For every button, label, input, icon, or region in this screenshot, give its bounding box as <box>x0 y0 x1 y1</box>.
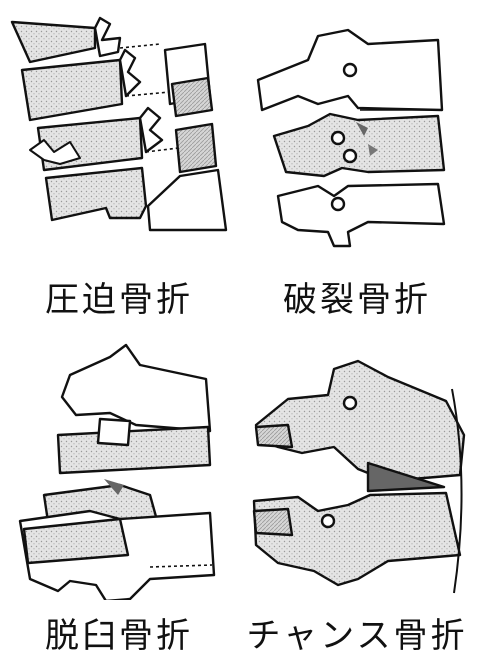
chance-fracture-illustration <box>252 359 466 594</box>
dislocation-fracture-caption: 脱臼骨折 <box>45 616 193 656</box>
burst-fracture-panel <box>238 0 477 255</box>
chance-fracture-caption: チャンス骨折 <box>246 616 468 656</box>
burst-fracture-caption: 破裂骨折 <box>283 280 431 320</box>
dislocation-fracture-panel <box>0 335 238 600</box>
chance-fracture-panel <box>238 335 477 600</box>
compression-fracture-illustration <box>10 16 228 232</box>
compression-fracture-panel <box>0 0 238 255</box>
dislocation-fracture-illustration <box>18 343 216 600</box>
burst-fracture-illustration <box>256 28 446 248</box>
compression-fracture-caption: 圧迫骨折 <box>45 280 193 320</box>
